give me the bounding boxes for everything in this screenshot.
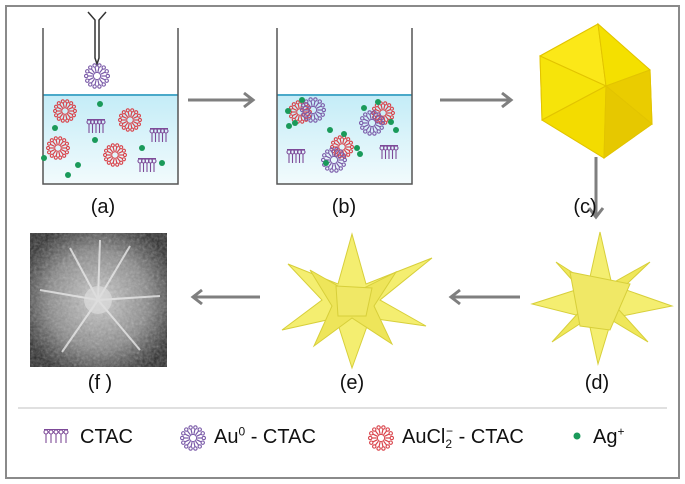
- legend-ctac: CTAC: [80, 426, 133, 448]
- legend-ag-icon: [573, 432, 581, 440]
- arrow-e-to-f: [190, 288, 260, 306]
- ag-ion: [286, 123, 292, 129]
- aucl-micelle: [46, 136, 70, 160]
- beaker-outline-b: [276, 28, 413, 185]
- au0-micelle: [358, 110, 386, 136]
- arrow-a-to-b: [188, 91, 256, 109]
- sem-image: [30, 233, 167, 367]
- arrows: [188, 91, 605, 306]
- ag-ion: [285, 108, 291, 114]
- ctac-bilayer: [286, 149, 306, 163]
- ag-ion: [341, 131, 347, 137]
- ag-ion: [97, 101, 103, 107]
- aucl-micelle: [103, 143, 127, 167]
- ag-ion: [354, 145, 360, 151]
- label-a: (a): [90, 196, 116, 218]
- label-f: (f ): [87, 372, 113, 394]
- au0-micelle: [83, 63, 111, 89]
- octahedron-crystal: [538, 22, 653, 159]
- ag-ion: [375, 99, 381, 105]
- aucl-micelle: [118, 108, 142, 132]
- legend-ctac-icon: [43, 429, 69, 443]
- ag-ion: [92, 137, 98, 143]
- ctac-bilayer: [137, 158, 157, 172]
- label-b: (b): [331, 196, 357, 218]
- ctac-bilayer: [86, 119, 106, 133]
- ag-ion: [159, 160, 165, 166]
- ag-ion: [292, 120, 298, 126]
- ag-ion: [361, 105, 367, 111]
- legend-au0-ctac: Au0 - CTAC: [214, 424, 316, 448]
- legend-aucl-icon: [367, 425, 395, 451]
- ag-ion: [327, 127, 333, 133]
- arrow-c-to-d: [587, 157, 605, 220]
- ag-ion: [323, 160, 329, 166]
- ag-ion: [139, 145, 145, 151]
- ag-ion: [65, 172, 71, 178]
- arrow-b-to-c: [440, 91, 514, 109]
- arrow-d-to-e: [448, 288, 520, 306]
- beaker-outline-a: [42, 28, 179, 185]
- legend-aucl2-ctac: AuCl2− - CTAC: [402, 424, 524, 451]
- ctac-bilayer: [149, 128, 169, 142]
- legend-ag-ion: Ag+: [593, 424, 625, 448]
- nanostar-e: [281, 232, 433, 370]
- ctac-bilayer: [379, 145, 399, 159]
- molecules: [41, 63, 581, 451]
- ag-ion: [41, 155, 47, 161]
- ag-ion: [299, 97, 305, 103]
- ag-ion: [75, 162, 81, 168]
- au0-micelle: [299, 97, 327, 123]
- legend-au0-icon: [179, 425, 207, 451]
- nanostar-d: [530, 231, 674, 366]
- ag-ion: [388, 119, 394, 125]
- ag-ion: [357, 151, 363, 157]
- aucl-micelle: [53, 99, 77, 123]
- ag-ion: [393, 127, 399, 133]
- pipette: [87, 11, 107, 67]
- label-c: (c): [573, 196, 597, 218]
- label-e: (e): [339, 372, 365, 394]
- label-d: (d): [584, 372, 610, 394]
- ag-ion: [52, 125, 58, 131]
